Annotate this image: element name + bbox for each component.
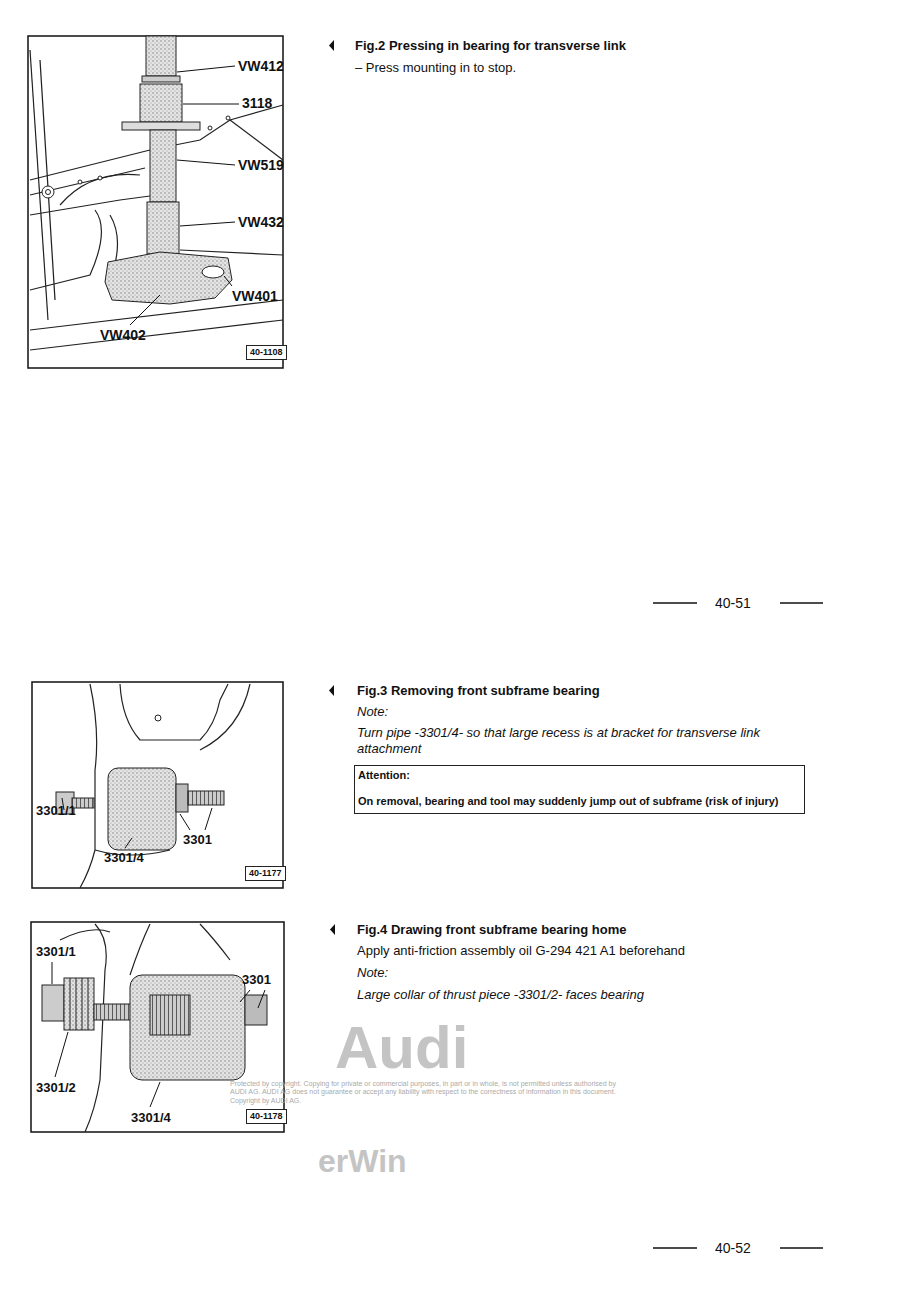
- callout-number: 3301: [242, 972, 271, 988]
- box-text: 40-1108: [250, 347, 283, 358]
- page-number: 40-52: [715, 1240, 751, 1257]
- callout-number: 3301: [183, 832, 212, 848]
- watermark-notice: Protected by copyright. Copying for priv…: [230, 1080, 630, 1105]
- note-heading: Note:: [357, 965, 817, 981]
- caption-markers: [329, 40, 335, 935]
- figure-caption: Fig.2 Pressing in bearing for transverse…: [355, 38, 815, 54]
- note-text: Large collar of thrust piece -3301/2- fa…: [357, 987, 817, 1003]
- callout-number: 3118: [242, 95, 272, 112]
- watermark: Audi: [335, 1012, 468, 1084]
- box-text: 40-1177: [249, 868, 282, 879]
- figure-caption: Fig.3 Removing front subframe bearing: [357, 683, 817, 699]
- instruction: – Press mounting in to stop.: [355, 60, 815, 76]
- callout-number: 3301/4: [104, 850, 144, 866]
- box-text: Attention:: [358, 769, 800, 783]
- callout-number: 3301/1: [36, 944, 76, 960]
- box-body: On removal, bearing and tool may suddenl…: [358, 795, 800, 809]
- figure-number-box: 40-1177: [245, 866, 286, 881]
- figure-number-box: 40-1178: [246, 1109, 287, 1124]
- callout-number: 3301/2: [36, 1080, 76, 1096]
- callout-number: 3301/1: [36, 803, 76, 819]
- callout-number: VW412: [238, 58, 284, 75]
- callout-number: VW401: [232, 288, 278, 305]
- figure-number-box: 40-1108: [246, 345, 287, 360]
- note-text: Turn pipe -3301/4- so that large recess …: [357, 725, 805, 756]
- callout-number: VW432: [238, 214, 284, 231]
- callout-number: VW402: [100, 327, 146, 344]
- callout-number: VW519: [238, 157, 284, 174]
- figure-caption: Fig.4 Drawing front subframe bearing hom…: [357, 922, 817, 938]
- watermark: erWin: [318, 1142, 407, 1180]
- note-heading: Note:: [357, 704, 817, 720]
- page-number: 40-51: [715, 595, 751, 612]
- box-text: 40-1178: [250, 1111, 283, 1122]
- attention-box: Attention: On removal, bearing and tool m…: [354, 765, 805, 814]
- instruction: Apply anti-friction assembly oil G-294 4…: [357, 943, 817, 959]
- fig2-illustration: [28, 36, 283, 368]
- page-rules: [653, 603, 823, 1248]
- fig3-illustration: [32, 682, 283, 888]
- callout-number: 3301/4: [131, 1110, 171, 1126]
